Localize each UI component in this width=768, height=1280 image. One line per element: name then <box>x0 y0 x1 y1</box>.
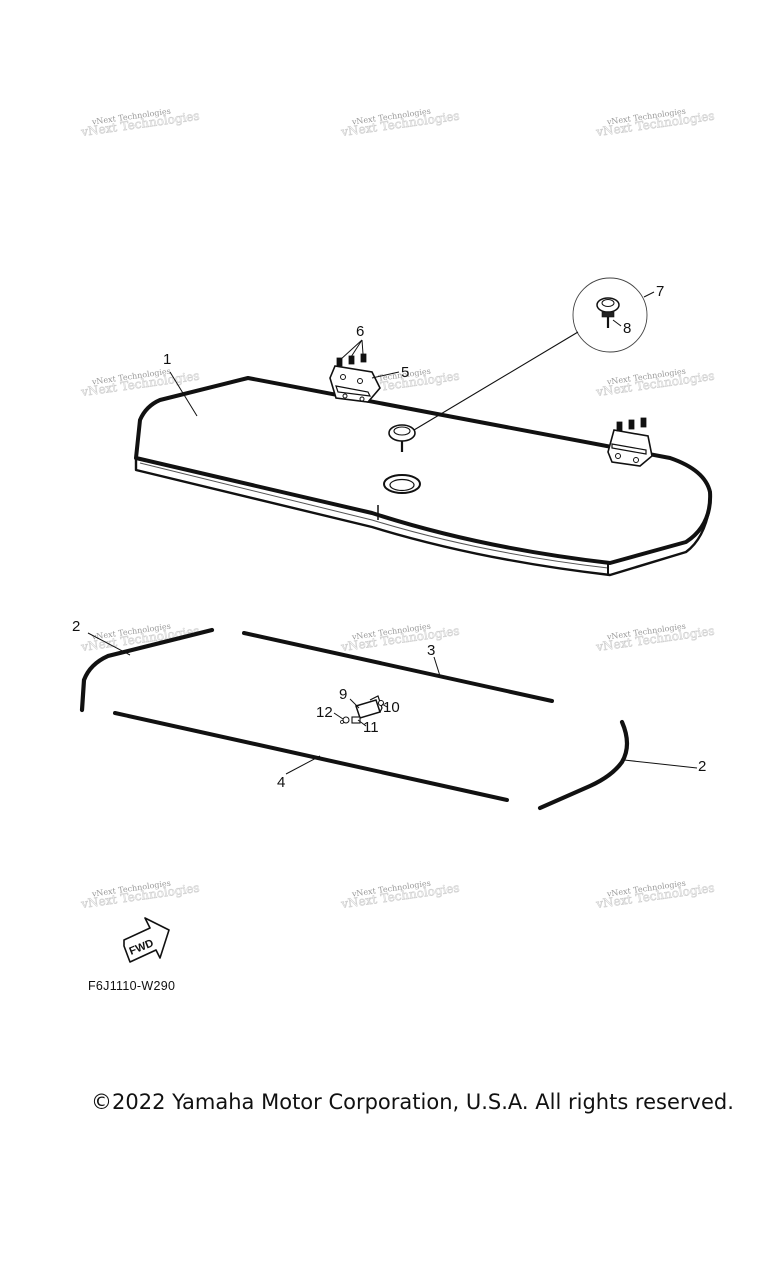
part-5-hinge-left[interactable] <box>329 365 381 403</box>
hinge-right[interactable] <box>607 429 653 467</box>
screws-right[interactable] <box>616 417 647 432</box>
part-3-seal-top[interactable] <box>242 631 554 703</box>
watermark: vNext Technologies vNext Technologies <box>79 107 201 140</box>
fwd-arrow: FWD <box>123 917 170 963</box>
callout-12: 12 <box>316 704 333 721</box>
watermark: vNext Technologies vNext Technologies <box>594 622 716 655</box>
watermark: vNext Technologies vNext Technologies <box>339 879 461 912</box>
watermark: vNext Technologies vNext Technologies <box>79 879 201 912</box>
callout-6: 6 <box>356 323 364 340</box>
copyright-notice: ©2022 Yamaha Motor Corporation, U.S.A. A… <box>91 1090 734 1114</box>
watermark: vNext Technologies vNext Technologies <box>339 622 461 655</box>
watermark: vNext Technologies vNext Technologies <box>594 879 716 912</box>
callout-10: 10 <box>383 699 400 716</box>
part-code: F6J1110-W290 <box>88 979 175 993</box>
callout-9: 9 <box>339 686 347 703</box>
callout-4: 4 <box>277 774 285 791</box>
part-9-bracket[interactable] <box>355 695 383 719</box>
part-4-seal-bottom[interactable] <box>113 711 509 802</box>
leader-lines <box>87 291 698 775</box>
watermark: vNext Technologies vNext Technologies <box>339 107 461 140</box>
watermark: vNext Technologies vNext Technologies <box>594 107 716 140</box>
callout-2-right: 2 <box>698 758 706 775</box>
detail-circle-7 <box>413 277 648 431</box>
callout-1: 1 <box>163 351 171 368</box>
callout-8: 8 <box>623 320 631 337</box>
arrow-right-icon <box>123 917 170 963</box>
callout-5: 5 <box>401 364 409 381</box>
part-1-hatch-cover[interactable] <box>134 376 713 577</box>
callouts: 1 2 2 3 4 5 6 7 8 9 10 11 12 <box>72 283 706 791</box>
callout-3: 3 <box>427 642 435 659</box>
part-11-nut[interactable] <box>351 716 361 724</box>
part-7-cap-installed[interactable] <box>388 424 416 452</box>
part-12-screw[interactable] <box>340 716 350 724</box>
part-2-seal-left[interactable] <box>79 627 215 713</box>
callout-11: 11 <box>363 719 379 736</box>
callout-7: 7 <box>656 283 664 300</box>
part-6-screws-left[interactable] <box>336 353 367 367</box>
watermark: vNext Technologies vNext Technologies <box>594 367 716 400</box>
callout-2-left: 2 <box>72 618 80 635</box>
part-2-seal-right[interactable] <box>537 719 630 811</box>
